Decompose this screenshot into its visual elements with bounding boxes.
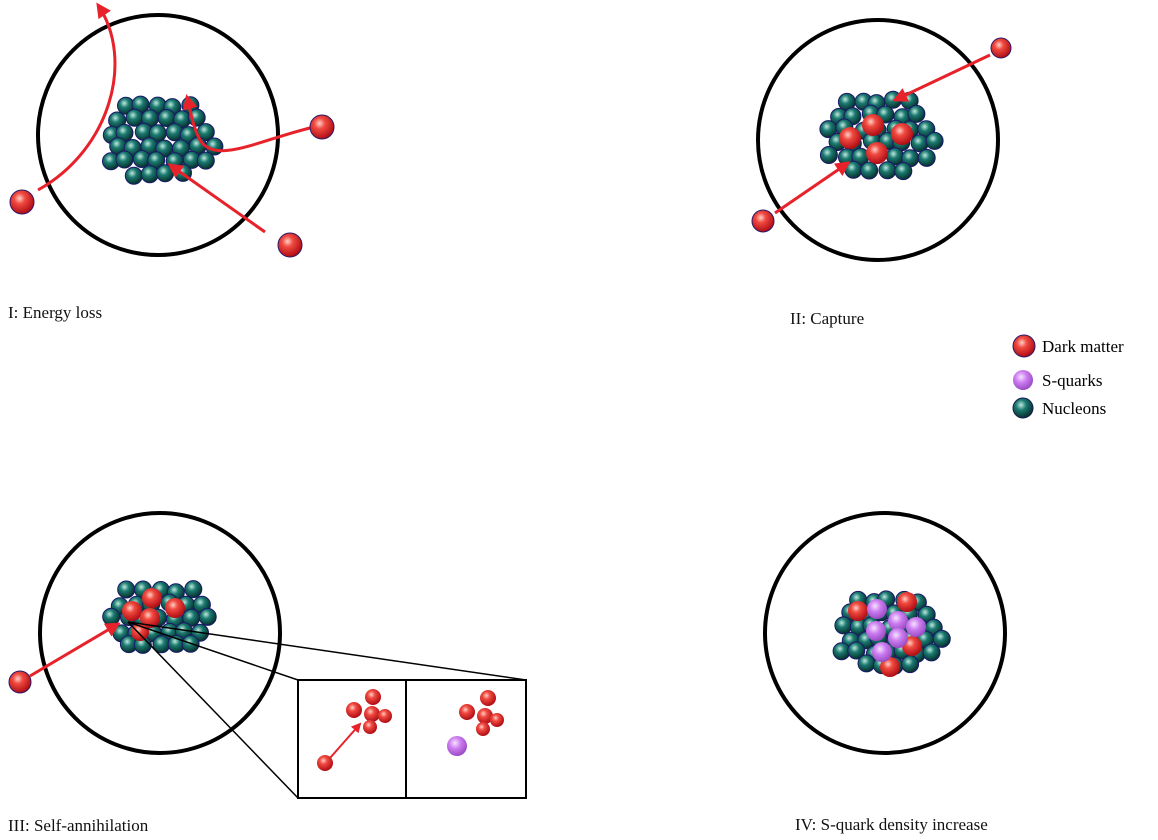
zoom-line: [127, 621, 299, 799]
inset-dark-matter-particle: [317, 755, 333, 771]
nucleon-particle: [847, 641, 866, 660]
panel-ii-dark-matter-particle: [751, 209, 775, 233]
panel-iv-s-quark-group: [866, 599, 926, 662]
nucleon-particle: [102, 607, 121, 626]
nucleon-particle: [901, 655, 920, 674]
inset-dark-matter-particle: [477, 708, 493, 724]
panel-ii-dark-matter-particle: [990, 37, 1012, 59]
panel-i-dark-matter-particle: [9, 189, 35, 215]
zoom-line: [127, 621, 299, 681]
panel-iv-s-quark-particle: [867, 599, 887, 619]
inset-dark-matter-particle: [346, 702, 362, 718]
panel-ii-dark-matter-particle: [866, 142, 888, 164]
panel-i-trajectory-arrow-right: [182, 94, 311, 153]
dark-matter-swatch-icon: [1012, 334, 1036, 358]
panel-iv-s-quark-particle: [866, 621, 886, 641]
nucleon-particle: [894, 162, 913, 181]
inset-after-annihilation: [447, 690, 504, 756]
inset-dark-matter-particle: [364, 706, 380, 722]
caption-capture: II: Capture: [790, 309, 865, 328]
panel-iv-dark-matter-particle: [897, 592, 917, 612]
inset-dark-matter-particle: [476, 722, 490, 736]
inset-dark-matter-particle: [490, 713, 504, 727]
legend-label-s-quarks: S-quarks: [1042, 371, 1102, 390]
nucleon-particle: [196, 151, 215, 170]
nucleon-particle: [860, 161, 879, 180]
caption-self-annihilation: III: Self-annihilation: [8, 816, 149, 835]
panel-capture: [751, 18, 1012, 262]
caption-energy-loss: I: Energy loss: [8, 303, 103, 322]
nucleon-swatch-icon: [1012, 397, 1034, 419]
inset-before-collision: [317, 689, 392, 771]
zoom-line: [127, 621, 527, 681]
nucleon-particle: [925, 131, 944, 150]
panel-iv-s-quark-particle: [906, 617, 926, 637]
inset-dark-matter-particle: [459, 704, 475, 720]
inset-s-quark-particle: [447, 736, 467, 756]
nucleon-particle: [198, 607, 217, 626]
panel-ii-nucleon-cluster: [819, 90, 944, 181]
panel-i-boundary-circle: [36, 13, 280, 257]
panel-ii-dark-matter-particle: [839, 127, 861, 149]
nucleon-particle: [917, 148, 936, 167]
panel-ii-dark-matter-particle: [891, 123, 913, 145]
panel-ii-boundary-circle: [756, 18, 1000, 262]
inset-dark-matter-particle: [363, 720, 377, 734]
legend-item-s-quarks: S-quarks: [1013, 370, 1102, 390]
nucleon-particle: [117, 580, 136, 599]
panel-iv-boundary-circle: [763, 511, 1007, 755]
panel-self-annihilation: [8, 511, 527, 799]
legend-label-nucleons: Nucleons: [1042, 399, 1106, 418]
nucleon-particle: [878, 161, 897, 180]
inset-incoming-arrow: [329, 722, 362, 759]
legend-item-dark-matter: Dark matter: [1012, 334, 1124, 358]
nucleon-particle: [184, 580, 203, 599]
panel-iv-s-quark-particle: [888, 611, 908, 631]
nucleon-particle: [819, 146, 838, 164]
panel-energy-loss: [9, 2, 335, 258]
nucleon-particle: [124, 166, 143, 185]
nucleon-particle: [115, 150, 134, 169]
panel-iii-dark-matter-particle: [8, 670, 32, 694]
panel-iv-s-quark-particle: [872, 642, 892, 662]
panel-iii-incoming-arrow: [29, 622, 121, 678]
panel-i-nucleon-cluster: [102, 95, 224, 185]
nucleon-particle: [140, 165, 159, 184]
panel-s-quark-density: [763, 511, 1007, 755]
panel-iii-dark-matter-particle: [140, 608, 160, 628]
legend-item-nucleons: Nucleons: [1012, 397, 1106, 419]
panel-iv-dark-matter-particle: [880, 657, 900, 677]
zoom-inset: [297, 679, 527, 799]
panel-iii-dark-matter-particle: [165, 598, 185, 618]
panel-i-dark-matter-particle: [277, 232, 303, 258]
panel-iii-boundary-circle: [38, 511, 282, 755]
legend-label-dark-matter: Dark matter: [1042, 337, 1124, 356]
nucleon-particle: [932, 629, 951, 648]
inset-dark-matter-particle: [378, 709, 392, 723]
panel-iv-dark-matter-particle: [848, 601, 868, 621]
nucleon-particle: [857, 654, 876, 673]
panel-i-trajectory-arrow-left: [37, 2, 117, 192]
s-quark-swatch-icon: [1013, 370, 1033, 390]
panel-ii-incoming-arrow-top: [892, 53, 991, 102]
panel-i-trajectory-arrow-bottom: [167, 163, 266, 234]
nucleon-particle: [834, 616, 853, 635]
inset-dark-matter-particle: [365, 689, 381, 705]
panel-i-dark-matter-particle: [309, 114, 335, 140]
legend: Dark matter S-quarks Nucleons: [1012, 334, 1124, 419]
panel-ii-dark-matter-particle: [862, 114, 884, 136]
panel-iv-s-quark-particle: [888, 628, 908, 648]
inset-dark-matter-particle: [480, 690, 496, 706]
panel-ii-incoming-arrow-bottom: [774, 161, 851, 215]
panel-iii-dark-matter-particle: [142, 588, 162, 608]
zoom-inset-frame: [297, 679, 527, 799]
nucleon-particle: [907, 104, 926, 123]
nucleon-particle: [922, 643, 941, 662]
panel-iii-dark-matter-particle: [122, 601, 142, 621]
panel-ii-captured-dark-matter: [839, 114, 913, 164]
caption-s-quark-density: IV: S-quark density increase: [795, 815, 988, 834]
